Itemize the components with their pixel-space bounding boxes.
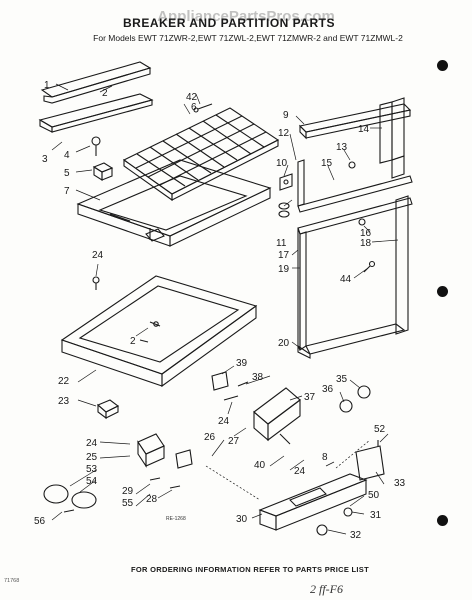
callout-16: 16 <box>360 228 372 239</box>
callout-56: 56 <box>34 516 46 527</box>
callout-29: 29 <box>122 486 134 497</box>
callout-3: 3 <box>42 154 48 165</box>
divider-frame-part <box>297 195 413 359</box>
plate-part <box>355 440 385 481</box>
callout-50: 50 <box>368 490 380 501</box>
callout-32: 32 <box>350 530 362 541</box>
grille-part <box>122 107 280 202</box>
callout-13: 13 <box>336 142 348 153</box>
callout-37: 37 <box>304 392 316 403</box>
watermark: AppliancePartsPros.com <box>157 8 335 25</box>
callout-24b: 24 <box>218 416 230 427</box>
block-part <box>92 162 114 181</box>
callout-55: 55 <box>122 498 134 509</box>
callout-53: 53 <box>86 464 98 475</box>
callout-4: 4 <box>64 150 70 161</box>
screw-part <box>193 103 213 113</box>
callout-24d: 24 <box>294 466 306 477</box>
breaker-strip-part <box>38 61 154 133</box>
small-part <box>278 161 376 273</box>
callout-15: 15 <box>321 158 333 169</box>
callout-17: 17 <box>278 250 290 261</box>
callout-38: 38 <box>252 372 264 383</box>
screw-part <box>92 276 100 290</box>
callout-22: 22 <box>58 376 70 387</box>
partition-tray-part <box>76 159 272 247</box>
callout-2b: 2 <box>130 336 136 347</box>
callout-9: 9 <box>283 110 289 121</box>
callout-14: 14 <box>358 124 370 135</box>
callout-30: 30 <box>236 514 248 525</box>
thermostat-part <box>43 433 193 513</box>
control-housing-part <box>258 473 368 536</box>
page-title: BREAKER AND PARTITION PARTS <box>123 16 335 30</box>
divider-frame-part <box>297 155 413 213</box>
binder-hole <box>437 515 448 526</box>
callout-8: 8 <box>322 452 328 463</box>
binder-hole <box>437 286 448 297</box>
callout-2: 2 <box>102 88 108 99</box>
callout-10: 10 <box>276 158 288 169</box>
callout-26: 26 <box>204 432 216 443</box>
callout-39: 39 <box>236 358 248 369</box>
callout-19: 19 <box>278 264 290 275</box>
callout-40: 40 <box>254 460 266 471</box>
callout-7: 7 <box>64 186 70 197</box>
models-subtitle: For Models EWT 71ZWR-2,EWT 71ZWL-2,EWT 7… <box>93 33 403 43</box>
screw-part <box>91 136 101 156</box>
callout-52: 52 <box>374 424 386 435</box>
binder-hole <box>437 60 448 71</box>
divider-frame-part <box>298 97 412 164</box>
callout-44: 44 <box>340 274 352 285</box>
ordering-note: FOR ORDERING INFORMATION REFER TO PARTS … <box>131 565 369 574</box>
callout-54: 54 <box>86 476 98 487</box>
callout-35: 35 <box>336 374 348 385</box>
bottom-pan-part <box>60 275 258 388</box>
switch-assembly-part <box>211 371 371 445</box>
callout-20: 20 <box>278 338 290 349</box>
corner-code: 71768 <box>4 578 20 584</box>
callout-24a: 24 <box>92 250 104 261</box>
callout-12: 12 <box>278 128 290 139</box>
callout-24c: 24 <box>86 438 98 449</box>
callout-33: 33 <box>394 478 406 489</box>
figure-code: RE-1268 <box>166 516 186 522</box>
callout-23: 23 <box>58 396 70 407</box>
callout-18: 18 <box>360 238 372 249</box>
handwritten-note: 2 ff-F6 <box>310 582 343 596</box>
callout-5: 5 <box>64 168 70 179</box>
callout-6: 6 <box>191 102 197 113</box>
callout-42: 42 <box>186 92 198 103</box>
leader-lines <box>51 83 399 535</box>
callout-36: 36 <box>322 384 334 395</box>
callout-1: 1 <box>44 80 50 91</box>
callout-11: 11 <box>276 238 287 249</box>
callout-25: 25 <box>86 452 98 463</box>
callout-28: 28 <box>146 494 158 505</box>
callout-27: 27 <box>228 436 240 447</box>
bracket-part <box>96 399 120 420</box>
callout-31: 31 <box>370 510 382 521</box>
